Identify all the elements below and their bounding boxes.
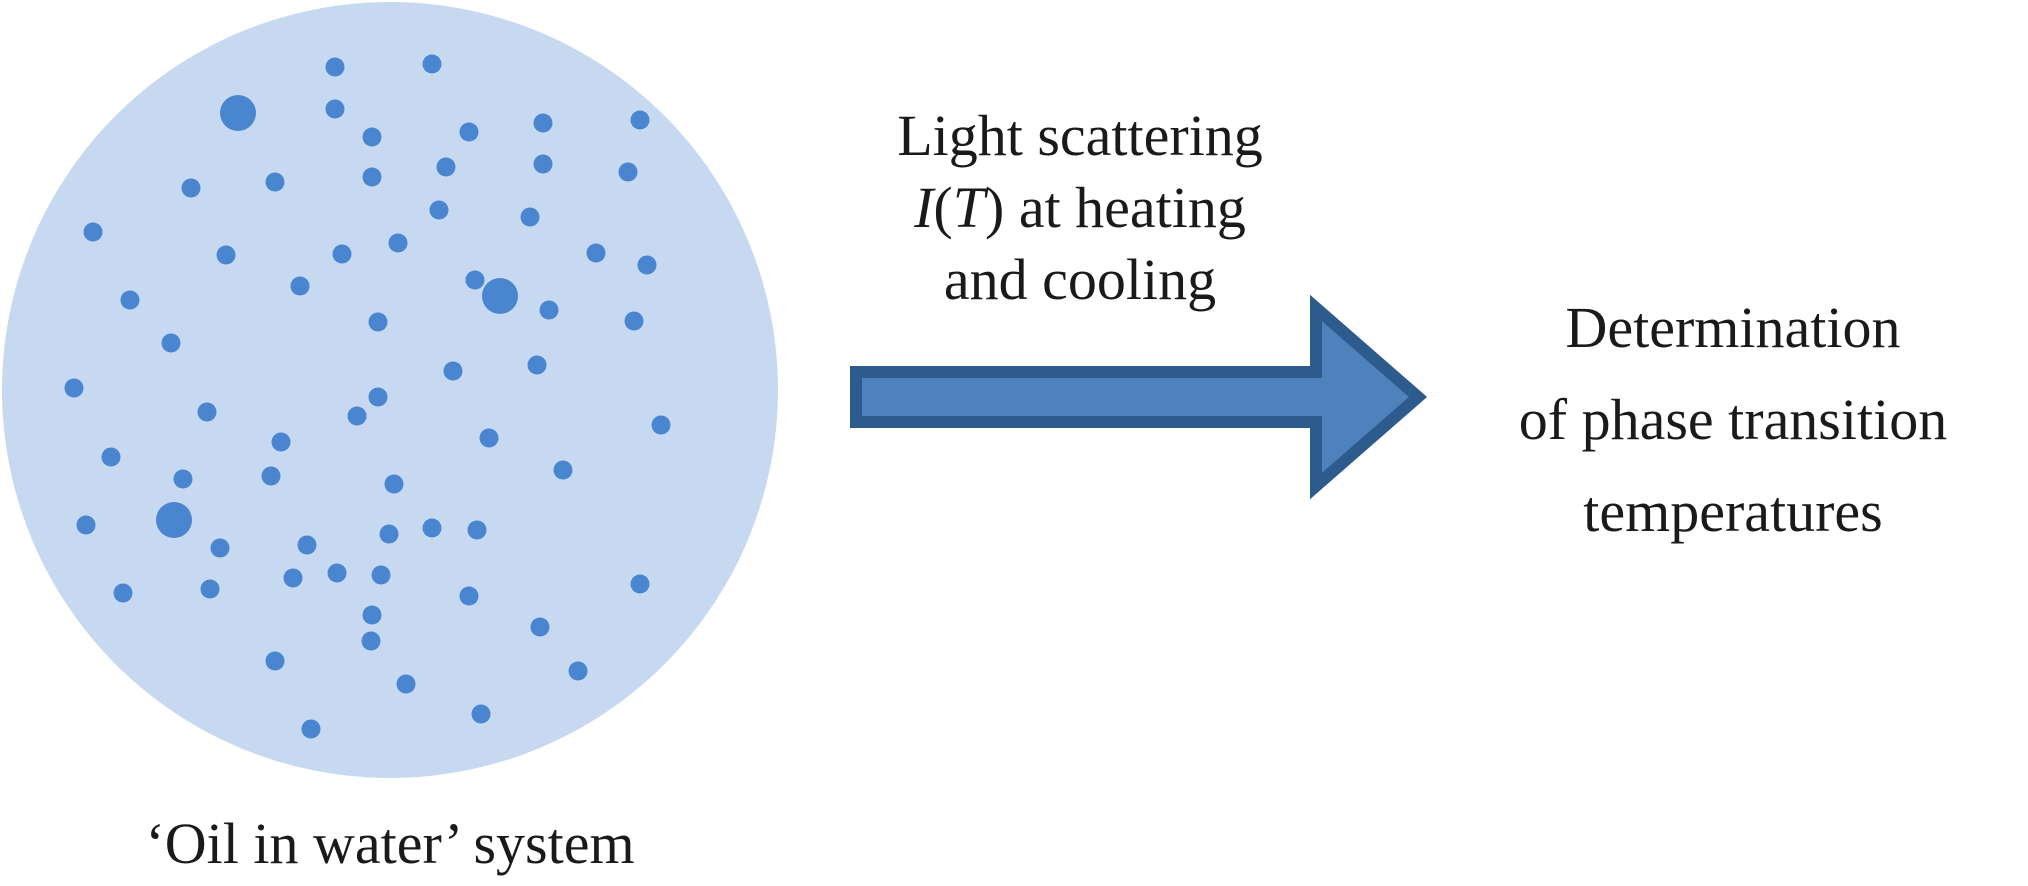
oil-droplet xyxy=(436,157,456,177)
oil-droplet xyxy=(429,200,449,220)
oil-droplet xyxy=(347,406,367,426)
oil-droplet xyxy=(467,520,487,540)
oil-droplet xyxy=(443,361,463,381)
result-label-line2: of phase transition xyxy=(1518,387,1948,452)
process-label-line3: and cooling xyxy=(943,247,1217,312)
oil-droplet xyxy=(113,583,133,603)
oil-droplet xyxy=(290,276,310,296)
oil-droplet xyxy=(76,515,96,535)
oil-droplet xyxy=(265,651,285,671)
result-label-line3: temperatures xyxy=(1583,479,1883,544)
oil-droplet xyxy=(368,387,388,407)
oil-droplet xyxy=(362,605,382,625)
oil-droplet xyxy=(388,233,408,253)
process-label: Light scattering I(T) at heating and coo… xyxy=(820,100,1340,316)
temperature-symbol: T xyxy=(952,175,985,240)
oil-droplet xyxy=(181,178,201,198)
oil-droplet xyxy=(527,355,547,375)
result-label-line1: Determination xyxy=(1565,295,1901,360)
oil-droplet xyxy=(637,255,657,275)
oil-droplet xyxy=(479,428,499,448)
oil-droplet xyxy=(200,579,220,599)
oil-droplet xyxy=(459,586,479,606)
oil-droplet xyxy=(297,535,317,555)
process-label-line1: Light scattering xyxy=(897,103,1263,168)
oil-droplet xyxy=(101,447,121,467)
oil-droplet xyxy=(568,661,588,681)
oil-droplet xyxy=(173,469,193,489)
oil-droplet xyxy=(520,207,540,227)
oil-droplet xyxy=(325,57,345,77)
oil-droplet xyxy=(368,312,388,332)
oil-droplet xyxy=(422,518,442,538)
oil-droplet xyxy=(422,54,442,74)
oil-droplet xyxy=(539,300,559,320)
oil-droplet xyxy=(379,524,399,544)
oil-droplet xyxy=(533,154,553,174)
oil-droplet xyxy=(197,402,217,422)
large-oil-droplet xyxy=(482,278,518,314)
oil-droplet xyxy=(361,631,381,651)
oil-droplet xyxy=(530,617,550,637)
result-label: Determination of phase transition temper… xyxy=(1438,282,2028,558)
oil-in-water-medium xyxy=(2,2,778,778)
oil-droplet xyxy=(120,290,140,310)
oil-droplet xyxy=(371,565,391,585)
large-oil-droplet xyxy=(220,95,256,131)
intensity-symbol: I xyxy=(914,175,934,240)
oil-droplet xyxy=(586,243,606,263)
paren-open: ( xyxy=(933,175,953,240)
oil-droplet xyxy=(64,378,84,398)
oil-droplet xyxy=(471,704,491,724)
oil-droplet xyxy=(327,563,347,583)
oil-droplet xyxy=(283,568,303,588)
system-caption: ‘Oil in water’ system xyxy=(145,811,635,876)
oil-droplet xyxy=(459,122,479,142)
oil-droplet xyxy=(651,415,671,435)
oil-droplet xyxy=(630,110,650,130)
oil-droplet xyxy=(210,538,230,558)
oil-droplet xyxy=(301,719,321,739)
oil-droplet xyxy=(533,113,553,133)
oil-droplet xyxy=(271,432,291,452)
oil-droplet xyxy=(362,167,382,187)
oil-droplet xyxy=(332,244,352,264)
oil-droplets xyxy=(64,54,671,739)
oil-droplet xyxy=(265,172,285,192)
process-label-line2: I(T) at heating xyxy=(820,172,1340,244)
oil-droplet xyxy=(618,162,638,182)
oil-droplet xyxy=(624,311,644,331)
oil-droplet xyxy=(396,674,416,694)
large-oil-droplet xyxy=(156,502,192,538)
process-label-line2-rest: at heating xyxy=(1004,175,1246,240)
paren-close: ) xyxy=(985,175,1005,240)
oil-droplet xyxy=(83,222,103,242)
oil-droplet xyxy=(161,333,181,353)
oil-droplet xyxy=(216,245,236,265)
oil-droplet xyxy=(384,474,404,494)
oil-droplet xyxy=(553,460,573,480)
oil-droplet xyxy=(325,99,345,119)
oil-droplet xyxy=(630,574,650,594)
oil-droplet xyxy=(465,270,485,290)
process-arrow xyxy=(850,294,1428,500)
oil-droplet xyxy=(362,127,382,147)
oil-droplet xyxy=(261,466,281,486)
